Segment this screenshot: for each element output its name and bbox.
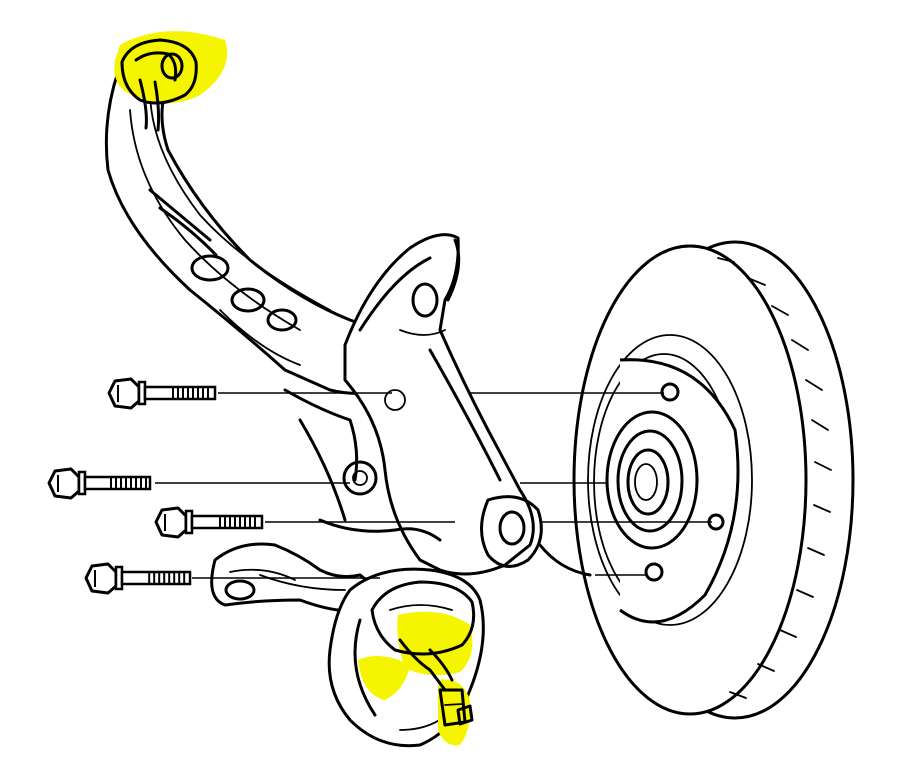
rotor-vent-slots bbox=[717, 257, 832, 699]
bolt-shank bbox=[83, 475, 152, 491]
hex-bolt-3 bbox=[154, 506, 264, 539]
ball-joint bbox=[327, 567, 485, 748]
bolt-group bbox=[47, 377, 264, 595]
bolt-shank bbox=[120, 570, 192, 586]
hub-assembly bbox=[605, 358, 740, 624]
bolt-head bbox=[47, 467, 81, 500]
alignment-lines bbox=[155, 392, 712, 579]
hub-hole-top bbox=[660, 382, 680, 402]
bolt-shank bbox=[190, 514, 264, 530]
hub-hole-bottom bbox=[644, 562, 664, 582]
steering-knuckle bbox=[283, 233, 592, 577]
bolt-head bbox=[107, 377, 141, 410]
hex-bolt-4 bbox=[84, 562, 192, 595]
bolt-shank bbox=[143, 385, 217, 401]
bolt-head bbox=[154, 506, 188, 539]
bolt-head bbox=[84, 562, 118, 595]
hex-bolt-1 bbox=[107, 377, 217, 410]
control-arm-bushing bbox=[114, 31, 228, 132]
hex-bolt-2 bbox=[47, 467, 152, 500]
